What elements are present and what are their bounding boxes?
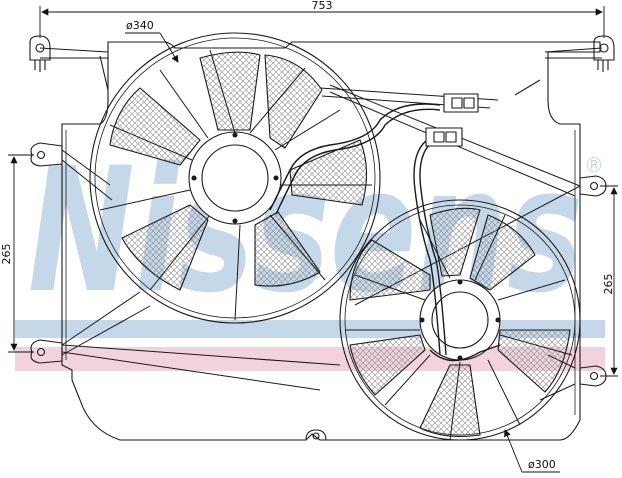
- large-fan: [89, 32, 381, 324]
- dimension-right-fan-height: [600, 185, 618, 377]
- large-fan-blades: [109, 51, 368, 291]
- shroud-frame: [39, 41, 603, 441]
- large-fan-rim-outer: [89, 32, 381, 324]
- small-fan-spokes: [345, 214, 573, 441]
- connector-upper: [443, 93, 479, 113]
- large-fan-hub: [188, 131, 282, 225]
- mounting-ear-left-upper: [30, 142, 63, 167]
- leader-large-fan-diameter: [125, 32, 179, 63]
- right-fan-height-label: 265: [602, 274, 615, 295]
- dimension-left-fan-height: [8, 154, 34, 353]
- large-fan-hub-inner: [201, 144, 269, 212]
- overall-width-label: 753: [312, 0, 333, 12]
- mounting-tab-bottom: [305, 429, 327, 441]
- electrical-connector-icon: [443, 93, 479, 113]
- large-fan-spokes: [99, 49, 372, 321]
- mounting-ear-top-left: [29, 35, 51, 72]
- leader-small-fan-diameter: [504, 429, 560, 473]
- small-fan-hub-inner: [431, 291, 489, 349]
- mounting-ear-top-right: [593, 35, 615, 72]
- small-fan-blades: [349, 207, 571, 437]
- large-fan-diameter-label: ø340: [126, 19, 154, 32]
- left-fan-height-label: 265: [0, 244, 13, 265]
- small-fan-rim-outer: [339, 199, 581, 441]
- wiring-harness: [269, 103, 447, 356]
- small-fan: [339, 199, 581, 441]
- watermark-registered-mark: ®: [584, 153, 604, 177]
- small-fan-diameter-label: ø300: [528, 458, 556, 471]
- connector-lower: [425, 127, 463, 147]
- dimension-overall-width: [39, 6, 605, 38]
